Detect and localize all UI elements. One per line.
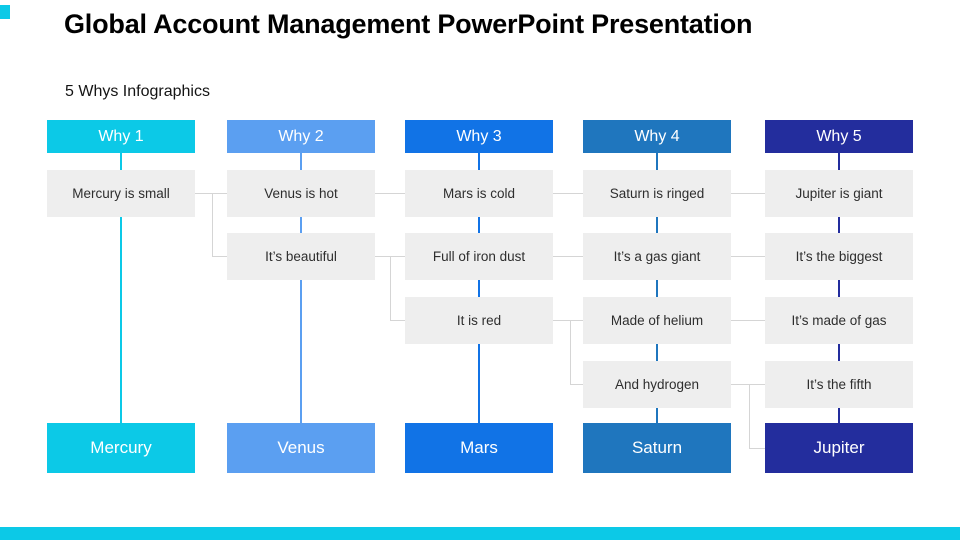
bottom-accent-bar [0, 527, 960, 540]
connector-segment [375, 193, 405, 194]
connector-segment [731, 256, 765, 257]
connector-segment [212, 256, 227, 257]
cause-box: It’s the fifth [765, 361, 913, 408]
planet-label-mercury: Mercury [47, 423, 195, 473]
connector-segment [731, 384, 765, 385]
connector-segment [553, 320, 583, 321]
connector-segment [390, 320, 405, 321]
connector-segment [212, 193, 213, 256]
top-left-accent-mark [0, 5, 10, 19]
why-header-4: Why 4 [583, 120, 731, 153]
cause-box: It is red [405, 297, 553, 344]
column-connector-line [120, 153, 122, 423]
cause-box: Mercury is small [47, 170, 195, 217]
connector-segment [553, 193, 583, 194]
connector-segment [390, 256, 391, 320]
planet-label-mars: Mars [405, 423, 553, 473]
connector-segment [570, 320, 571, 384]
cause-box: And hydrogen [583, 361, 731, 408]
cause-box: Venus is hot [227, 170, 375, 217]
slide-subtitle: 5 Whys Infographics [65, 83, 210, 100]
cause-box: It’s the biggest [765, 233, 913, 280]
why-header-1: Why 1 [47, 120, 195, 153]
cause-box: Made of helium [583, 297, 731, 344]
connector-segment [731, 193, 765, 194]
column-connector-line [838, 153, 840, 423]
connector-segment [570, 384, 583, 385]
cause-box: It’s beautiful [227, 233, 375, 280]
page-title: Global Account Management PowerPoint Pre… [64, 9, 753, 39]
planet-label-jupiter: Jupiter [765, 423, 913, 473]
why-header-2: Why 2 [227, 120, 375, 153]
column-connector-line [656, 153, 658, 423]
cause-box: Jupiter is giant [765, 170, 913, 217]
cause-box: It’s made of gas [765, 297, 913, 344]
cause-box: It’s a gas giant [583, 233, 731, 280]
planet-label-saturn: Saturn [583, 423, 731, 473]
cause-box: Saturn is ringed [583, 170, 731, 217]
connector-segment [749, 448, 765, 449]
cause-box: Full of iron dust [405, 233, 553, 280]
why-header-3: Why 3 [405, 120, 553, 153]
connector-segment [195, 193, 227, 194]
column-connector-line [478, 153, 480, 423]
column-connector-line [300, 153, 302, 423]
planet-label-venus: Venus [227, 423, 375, 473]
why-header-5: Why 5 [765, 120, 913, 153]
connector-segment [749, 384, 750, 448]
connector-segment [553, 256, 583, 257]
cause-box: Mars is cold [405, 170, 553, 217]
connector-segment [731, 320, 765, 321]
